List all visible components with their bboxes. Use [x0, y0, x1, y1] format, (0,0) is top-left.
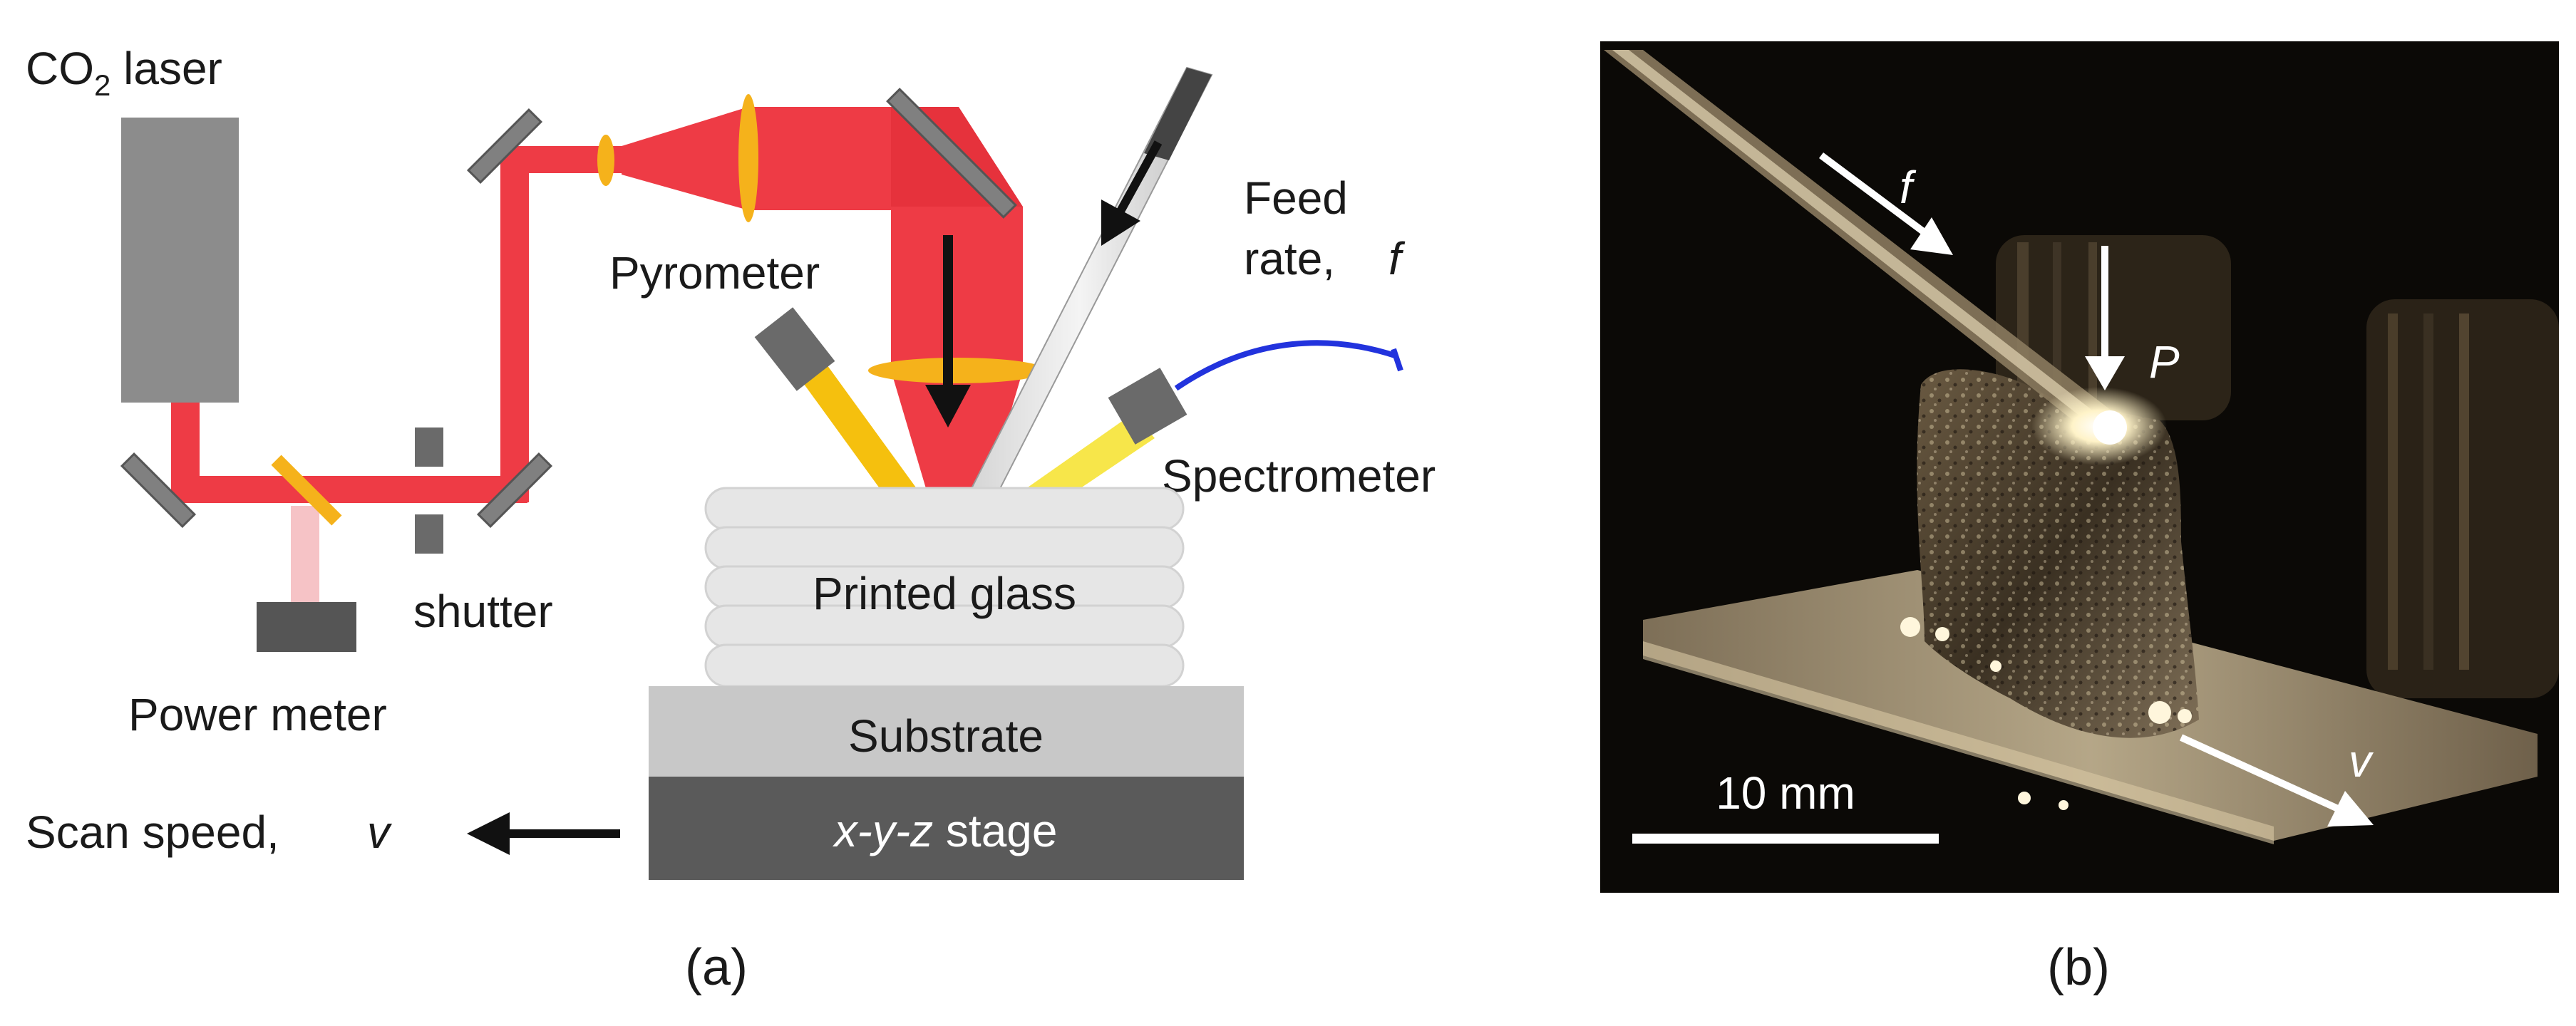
- spectrometer-label: Spectrometer: [1162, 450, 1436, 502]
- velocity-arrow-photo: [2179, 734, 2374, 826]
- scan-speed-symbol: v: [367, 807, 393, 858]
- velocity-symbol-photo: v: [2349, 735, 2374, 787]
- xyz-stage: [649, 777, 1244, 880]
- sparkles: [1900, 617, 2192, 810]
- scale-bar: [1632, 834, 1939, 844]
- beam-direction-arrow: [925, 235, 971, 428]
- pyrometer-label: Pyrometer: [609, 247, 820, 299]
- feed-label-line1: Feed: [1244, 172, 1348, 224]
- power-symbol-photo: P: [2149, 336, 2180, 388]
- shutter: [415, 428, 443, 554]
- panel-b-caption: (b): [2047, 939, 2110, 996]
- xyz-stage-label: x-y-z stage: [833, 805, 1058, 856]
- shutter-label: shutter: [413, 586, 553, 637]
- panel-b: f P v 10 mm (b): [1600, 41, 2559, 996]
- feed-arrow-photo: [1819, 152, 1953, 255]
- spectrometer-fiber: [1174, 340, 1398, 391]
- beam-expander: [622, 107, 748, 210]
- scan-speed-arrow: [467, 812, 620, 855]
- mirrors: [120, 88, 1017, 529]
- laser-body: [121, 118, 239, 403]
- expander-beam-wide: [748, 107, 891, 210]
- substrate-label: Substrate: [848, 710, 1044, 762]
- scale-bar-label: 10 mm: [1716, 767, 1855, 819]
- vertical-beam: [891, 207, 1023, 370]
- substrate: [649, 686, 1244, 777]
- power-meter-beam: [291, 506, 319, 606]
- power-meter: [257, 602, 356, 652]
- scan-speed-label: Scan speed,: [26, 807, 279, 858]
- printed-glass-label: Printed glass: [813, 568, 1076, 619]
- power-arrow-photo: [2085, 246, 2125, 390]
- panel-a-caption: (a): [685, 939, 748, 996]
- feed-rate-symbol: f: [1389, 233, 1406, 284]
- lenses: [597, 94, 1046, 383]
- co2-laser-label: CO2 laser: [26, 43, 222, 102]
- focused-beam: [891, 370, 1023, 563]
- panel-a: CO2 laser: [26, 43, 1436, 996]
- beam-splitter: [271, 455, 342, 526]
- printed-glass: [704, 487, 1185, 688]
- feed-label-line2: rate,: [1244, 233, 1335, 284]
- power-meter-label: Power meter: [128, 689, 387, 740]
- feed-arrow: [1101, 140, 1163, 246]
